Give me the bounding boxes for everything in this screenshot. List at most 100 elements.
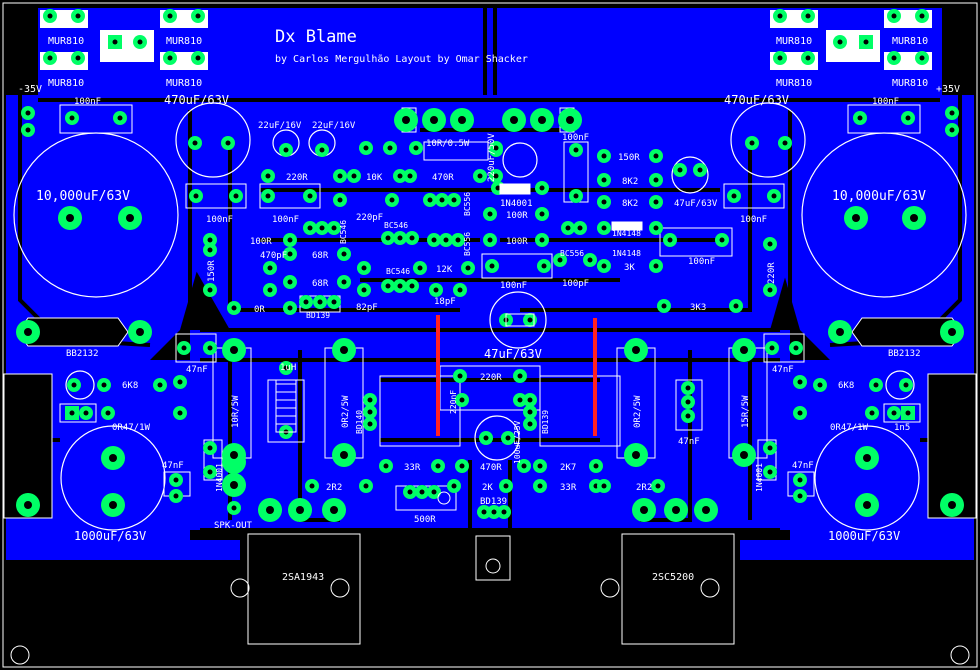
- label-r100-c: 100R: [506, 237, 528, 247]
- label-c220p: 220pF: [356, 213, 383, 223]
- label-c100n-tr: 100nF: [872, 97, 899, 107]
- label-o2-right: O2: [836, 55, 846, 64]
- label-r33-left: 33R: [404, 463, 421, 473]
- label-l1uh: 1uH: [280, 363, 296, 373]
- label-1n4001-left: 1N4001: [215, 463, 224, 492]
- label-r0r: 0R: [254, 305, 265, 315]
- label-mur-tl2: MUR810: [166, 36, 202, 47]
- label-r2r2-left: 2R2: [326, 483, 342, 493]
- label-r33-right: 33R: [560, 483, 577, 493]
- label-r8k2-b: 8K2: [622, 199, 638, 209]
- label-bd139-mid: BD139: [541, 410, 550, 434]
- label-mur-tl1: MUR810: [48, 36, 84, 47]
- label-r12k: 12K: [436, 265, 453, 275]
- label-c100n-b: 100nF: [272, 215, 299, 225]
- label-r68-b: 68R: [312, 279, 329, 289]
- label-1n4001-right: 1N4001: [755, 463, 764, 492]
- label-c100n-c: 100nF: [500, 281, 527, 291]
- label-1n4001-top: 1N4001: [500, 199, 533, 209]
- label-r2k: 2K: [482, 483, 493, 493]
- label-c100n-a: 100nF: [206, 215, 233, 225]
- label-r3k: 3K: [624, 263, 635, 273]
- label-r6k8-right: 6K8: [838, 381, 854, 391]
- label-bc546-c: BC546: [386, 267, 410, 276]
- label-r0r2-right: 0R2/5W: [633, 395, 643, 428]
- label-bc556-c: BC556: [560, 249, 584, 258]
- label-mur-tl4: MUR810: [166, 78, 202, 89]
- label-c470p: 470pF: [260, 251, 287, 261]
- label-c47n-e: 47nF: [792, 461, 814, 471]
- label-negative-rail: -35V: [18, 84, 42, 95]
- label-r047-left: 0R47/1W: [112, 423, 151, 433]
- label-c22u-1: 22uF/16V: [258, 121, 302, 131]
- label-r10k: 10K: [366, 173, 383, 183]
- label-c10000-left: 10,000uF/63V: [36, 189, 130, 204]
- label-r2r2-right: 2R2: [636, 483, 652, 493]
- label-c1n5: 1n5: [894, 423, 910, 433]
- label-bd139-bottom: BD139: [480, 497, 507, 507]
- board-title: Dx Blame: [275, 27, 357, 47]
- label-bd139-top: BD139: [306, 311, 330, 320]
- label-spk-out: SPK-OUT: [214, 521, 253, 531]
- misc-glyphs: [275, 183, 643, 574]
- label-c470-right: 470uF/63V: [724, 93, 789, 107]
- label-bd140: BD140: [355, 410, 364, 434]
- label-c82p: 82pF: [356, 303, 378, 313]
- label-c47u-top: 47uF/63V: [674, 199, 718, 209]
- label-r220-mid: 220R: [480, 373, 502, 383]
- label-mur-tr3: MUR810: [776, 78, 812, 89]
- label-bc556-a: BC556: [463, 192, 472, 216]
- label-bc546-b: BC546: [384, 221, 408, 230]
- label-c100u: 100uF/25V: [513, 420, 522, 464]
- label-c100n-d: 100nF: [562, 133, 589, 143]
- label-c18p: 18pF: [434, 297, 456, 307]
- label-c47n-d: 47nF: [162, 461, 184, 471]
- label-bb2132-left: BB2132: [66, 349, 99, 359]
- label-bc556-b: BC556: [463, 232, 472, 256]
- board-credits: by Carlos Mergulhão Layout by Omar Shack…: [275, 54, 528, 65]
- label-r10r5w: 10R/5W: [231, 395, 241, 428]
- label-bc546-a: BC546: [339, 220, 348, 244]
- label-c47n-c: 47nF: [678, 437, 700, 447]
- label-1n4148-b: 1N4148: [612, 249, 641, 258]
- label-c47n-b: 47nF: [772, 365, 794, 375]
- label-r6k8-left: 6K8: [122, 381, 138, 391]
- jumper-wires: [436, 315, 597, 436]
- label-r150: 150R: [618, 153, 640, 163]
- label-c1000-left: 1000uF/63V: [74, 529, 146, 543]
- label-c220n: 220nF: [449, 390, 458, 414]
- label-positive-rail: +35V: [936, 84, 960, 95]
- label-c220u: 220uF/50V: [487, 133, 497, 182]
- label-c470-left: 470uF/63V: [164, 93, 229, 107]
- label-o1-left: O1: [136, 55, 146, 64]
- label-r470-mid: 470R: [480, 463, 502, 473]
- label-r100-b: 100R: [506, 211, 528, 221]
- label-bb2132-right: BB2132: [888, 349, 921, 359]
- label-1n4148-a: 1N4148: [612, 229, 641, 238]
- fuse-holders: [17, 317, 963, 347]
- label-r100-a: 100R: [250, 237, 272, 247]
- label-c47u-mid: 47uF/63V: [484, 347, 542, 361]
- label-2sc5200: 2SC5200: [652, 572, 694, 583]
- label-mur-tr2: MUR810: [892, 36, 928, 47]
- label-c100n-f: 100nF: [688, 257, 715, 267]
- label-o2-left: O2: [112, 55, 122, 64]
- label-c100n-e: 100nF: [740, 215, 767, 225]
- label-c47n-a: 47nF: [186, 365, 208, 375]
- label-c10000-right: 10,000uF/63V: [832, 189, 926, 204]
- mounting-holes: [10, 578, 970, 665]
- label-r500: 500R: [414, 515, 436, 525]
- copper-layer: [6, 8, 974, 560]
- label-r0r2-left: 0R2/5W: [341, 395, 351, 428]
- label-r3k3: 3K3: [690, 303, 706, 313]
- label-c100n-tl: 100nF: [74, 97, 101, 107]
- label-r10r05w: 10R/0.5W: [426, 139, 470, 149]
- label-r8k2-a: 8K2: [622, 177, 638, 187]
- label-c1000-right: 1000uF/63V: [828, 529, 900, 543]
- label-c100p: 100pF: [562, 279, 589, 289]
- transistor-outlines: [3, 373, 977, 645]
- label-c22u-2: 22uF/16V: [312, 121, 356, 131]
- label-mur-tr4: MUR810: [892, 78, 928, 89]
